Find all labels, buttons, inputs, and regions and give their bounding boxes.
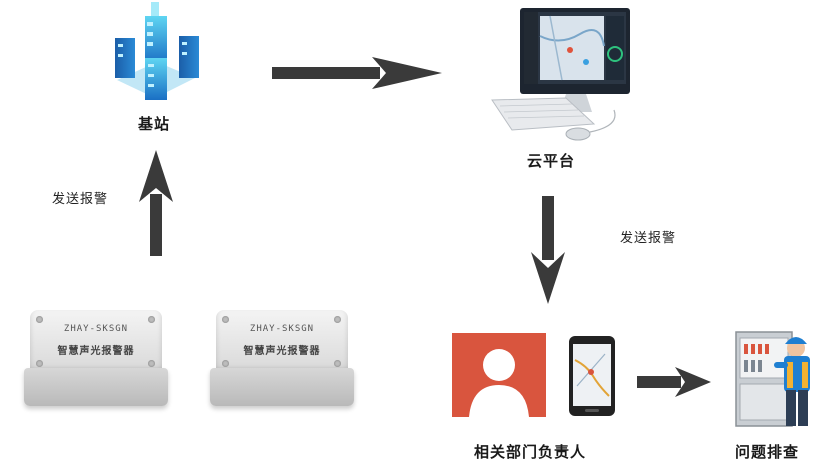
screw — [334, 316, 341, 323]
worker-at-panel-icon — [735, 331, 810, 427]
sensor-model: ZHAY-SKSGN — [63, 324, 129, 334]
arrow-down-to-person — [531, 196, 565, 304]
edge-label-send-alarm-up: 发送报警 — [52, 192, 109, 207]
screw — [222, 316, 229, 323]
computer-monitor-icon — [491, 8, 630, 141]
arrow-up-to-base-station — [139, 150, 173, 256]
edge-label-send-alarm-down: 发送报警 — [620, 231, 677, 246]
sensor-name: 智慧声光报警器 — [243, 346, 321, 357]
sensor-body — [24, 368, 168, 406]
sensor-model: ZHAY-SKSGN — [249, 324, 315, 334]
screw — [148, 360, 155, 367]
node-label-troubleshoot: 问题排查 — [735, 443, 800, 461]
sensor-name: 智慧声光报警器 — [57, 346, 135, 357]
sensor-body — [210, 368, 354, 406]
screw — [36, 360, 43, 367]
screw — [334, 360, 341, 367]
node-label-base-station: 基站 — [138, 115, 171, 133]
smartphone-icon — [569, 336, 615, 416]
alarm-sensor-device-1: ZHAY-SKSGN 智慧声光报警器 — [22, 310, 170, 410]
screw — [222, 360, 229, 367]
arrow-right-to-cloud — [272, 57, 442, 89]
screw — [148, 316, 155, 323]
screw — [36, 316, 43, 323]
alarm-sensor-icon — [216, 310, 348, 372]
node-label-responsible-person: 相关部门负责人 — [474, 443, 587, 461]
contact-card-icon — [452, 333, 546, 417]
node-label-cloud-platform: 云平台 — [527, 152, 576, 170]
arrow-right-to-troubleshoot — [637, 367, 711, 397]
alarm-sensor-icon — [30, 310, 162, 372]
alarm-sensor-device-2: ZHAY-SKSGN 智慧声光报警器 — [208, 310, 356, 410]
server-cluster-icon — [115, 2, 199, 100]
